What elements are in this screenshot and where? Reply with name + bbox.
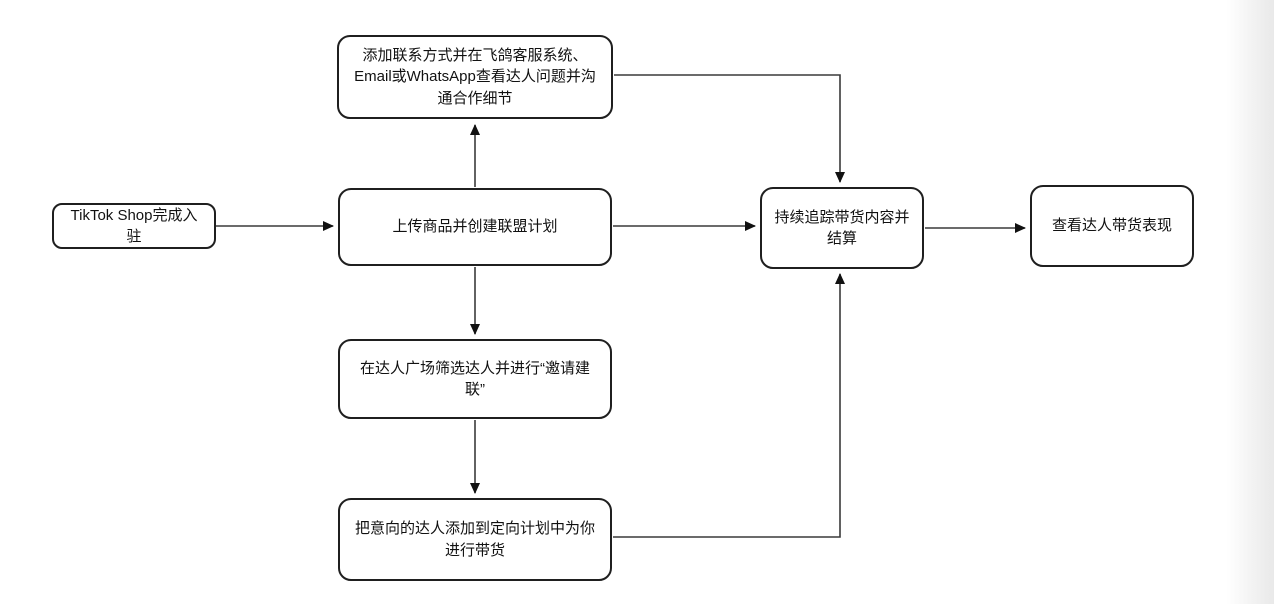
node-view-performance: 查看达人带货表现	[1030, 185, 1194, 267]
node-filter-creators: 在达人广场筛选达人并进行“邀请建联”	[338, 339, 612, 419]
node-label: 在达人广场筛选达人并进行“邀请建联”	[360, 359, 590, 398]
node-track-and-settle: 持续追踪带货内容并结算	[760, 187, 924, 269]
edge-targetplan-to-track	[613, 273, 845, 538]
node-label: 把意向的达人添加到定向计划中为你进行带货	[354, 520, 595, 559]
node-label: 添加联系方式并在飞鸽客服系统、Email或WhatsApp查看达人问题并沟通合作…	[354, 47, 596, 107]
node-label: 查看达人带货表现	[1051, 217, 1172, 235]
node-add-contact-methods: 添加联系方式并在飞鸽客服系统、Email或WhatsApp查看达人问题并沟通合作…	[337, 35, 613, 119]
node-label: TikTok Shop完成入驻	[70, 206, 198, 245]
node-tiktok-shop-onboarding: TikTok Shop完成入驻	[52, 203, 216, 249]
right-edge-gradient	[1226, 0, 1274, 604]
node-label: 上传商品并创建联盟计划	[392, 218, 558, 236]
node-label: 持续追踪带货内容并结算	[774, 208, 910, 247]
node-upload-products: 上传商品并创建联盟计划	[338, 188, 612, 266]
edge-contact-to-track	[614, 74, 845, 183]
node-add-to-targeted-plan: 把意向的达人添加到定向计划中为你进行带货	[338, 498, 612, 581]
